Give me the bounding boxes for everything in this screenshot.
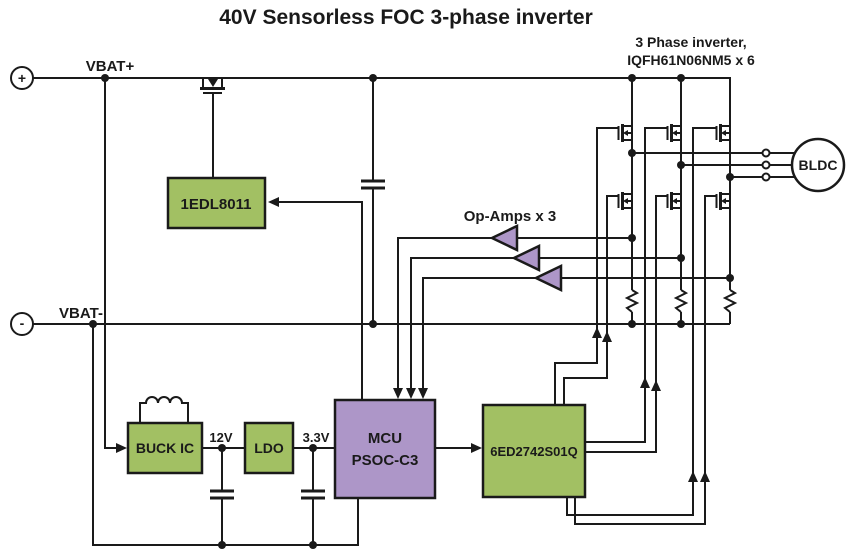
page-title: 40V Sensorless FOC 3-phase inverter	[219, 6, 593, 29]
buck-label: BUCK IC	[136, 440, 194, 456]
mcu-label-line2: PSOC-C3	[352, 452, 419, 469]
gate-driver-1edl-box	[166, 176, 267, 230]
passive-components	[139, 179, 738, 500]
vbat-plus-label: VBAT+	[86, 58, 135, 75]
gate-net-hs2	[585, 127, 661, 443]
capacitor-12v-icon	[208, 489, 236, 500]
opamp-output-wires	[397, 237, 536, 390]
opamp-icon	[511, 244, 541, 272]
gate-net-hs1	[554, 127, 612, 405]
minus-icon: -	[20, 315, 25, 331]
mosfet-hs1-icon	[610, 122, 634, 144]
dc-link-capacitor-icon	[359, 179, 387, 190]
gate-net-hs3	[566, 127, 710, 516]
vbat-to-buck-wire	[104, 78, 117, 449]
plus-icon: +	[18, 70, 26, 86]
arrow-into-mcu	[418, 388, 428, 399]
shunt-resistor-icon	[722, 289, 738, 313]
opamps-label: Op-Amps x 3	[464, 208, 557, 225]
gate-arrow-up	[651, 380, 661, 391]
bldc-motor	[790, 137, 846, 193]
mcu-to-1edl-wire	[272, 201, 363, 400]
shunt-resistor-icon	[673, 289, 689, 313]
inverter-label-line1: 3 Phase inverter,	[635, 34, 746, 50]
battery-negative-terminal	[10, 312, 34, 336]
wiring	[33, 77, 795, 546]
vbat-minus-label: VBAT-	[59, 305, 103, 322]
gate-arrow-up	[602, 331, 612, 342]
shunt-resistor-icon	[624, 289, 640, 313]
arrow-into-driver	[471, 443, 482, 453]
12v-label: 12V	[209, 430, 232, 445]
mosfet-ls2-icon	[659, 190, 683, 212]
driver-6ed-box	[481, 403, 587, 499]
mcu-label-line1: MCU	[368, 430, 402, 447]
gate-arrow-up	[700, 471, 710, 482]
mosfet-hs3-icon	[708, 122, 732, 144]
inductor-icon	[139, 396, 189, 423]
driver-label: 6ED2742S01Q	[490, 444, 577, 459]
signal-arrowheads	[116, 197, 710, 482]
reverse-mosfet-icon	[200, 78, 225, 94]
opamp-icon	[533, 264, 563, 292]
arrow-into-mcu	[393, 388, 403, 399]
buck-ic-box	[126, 421, 204, 475]
mosfet-hs2-icon	[659, 122, 683, 144]
mcu-box	[333, 398, 437, 500]
gate-driver-label: 1EDL8011	[181, 196, 252, 213]
inverter-label-line2: IQFH61N06NM5 x 6	[627, 52, 755, 68]
phase-wires	[632, 152, 795, 178]
3v3-label: 3.3V	[303, 430, 330, 445]
junction-dots	[89, 74, 734, 549]
inverter-mosfets	[200, 78, 732, 212]
capacitor-3v3-icon	[299, 489, 327, 500]
ldo-box	[243, 421, 295, 475]
phase-connector-icon	[761, 148, 771, 158]
vbat-plus-rail	[33, 77, 731, 126]
arrow-into-buck	[116, 443, 127, 453]
mosfet-ls3-icon	[708, 190, 732, 212]
ldo-label: LDO	[254, 440, 284, 456]
battery-positive-terminal	[10, 66, 34, 90]
phase-connector-icon	[761, 160, 771, 170]
phase-connector-icon	[761, 172, 771, 182]
gate-net-ls1	[563, 195, 612, 405]
gate-net-ls2	[585, 195, 661, 453]
bldc-label: BLDC	[799, 157, 838, 173]
arrow-into-mcu	[406, 388, 416, 399]
mosfet-ls1-icon	[610, 190, 634, 212]
gate-arrow-up	[688, 471, 698, 482]
gate-net-ls3	[574, 195, 710, 525]
gate-arrow-up	[592, 327, 602, 338]
gate-arrow-up	[640, 377, 650, 388]
arrow-into-1edl	[268, 197, 279, 207]
opamp-icon	[489, 224, 519, 252]
